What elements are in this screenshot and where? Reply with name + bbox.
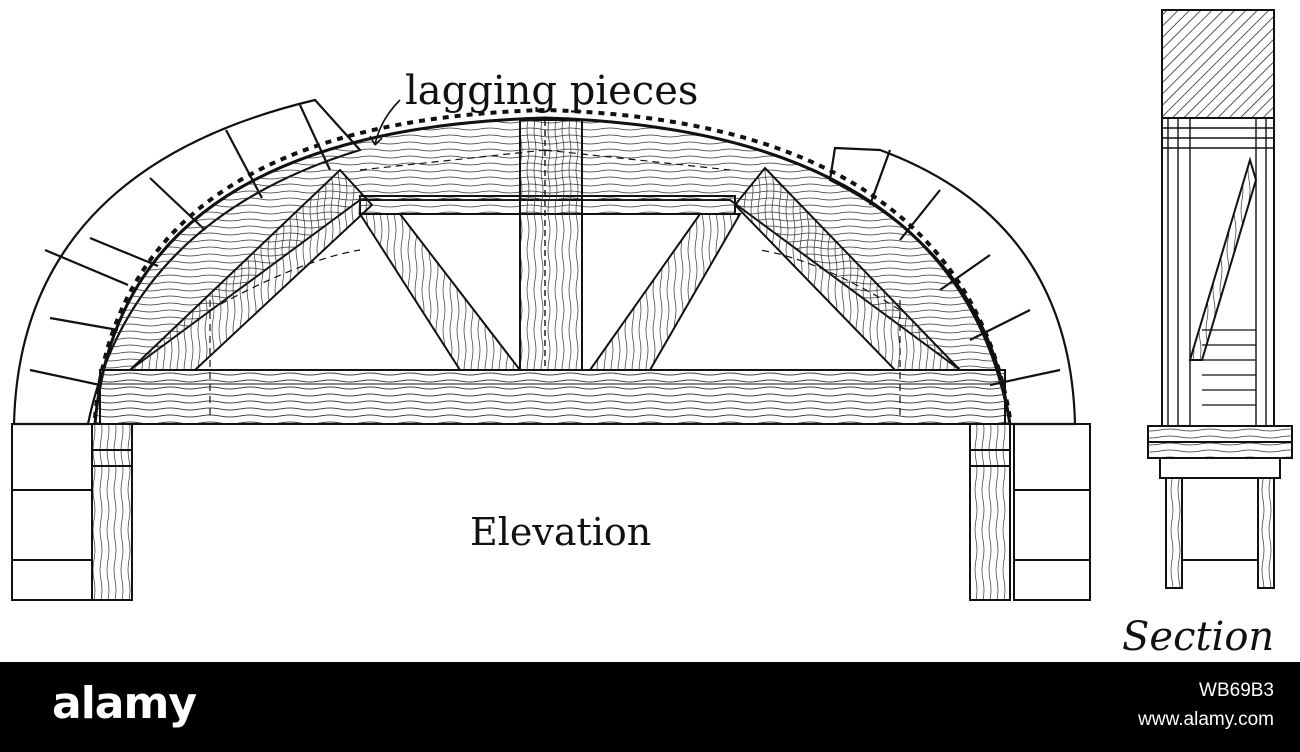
section-label: Section — [1122, 614, 1274, 660]
right-brace — [588, 213, 742, 371]
site-url: www.alamy.com — [1138, 709, 1274, 730]
section-masonry — [1161, 9, 1275, 119]
lagging-leader — [374, 99, 401, 146]
left-strut — [127, 168, 374, 371]
king-post — [519, 119, 583, 371]
elevation-view — [11, 98, 1091, 601]
elevation-label: Elevation — [470, 510, 651, 554]
arch-centering-drawing: lagging pieces Elevation Section — [11, 9, 1293, 660]
hidden-lines — [209, 149, 901, 420]
left-brace — [358, 213, 523, 371]
drawing-area: lagging pieces Elevation Section — [11, 9, 1293, 660]
image-id: WB69B3 — [1199, 680, 1274, 701]
alamy-logo: alamy — [52, 678, 197, 729]
tie-beam — [99, 369, 1006, 425]
lagging-pieces-label: lagging pieces — [405, 68, 698, 114]
section-brace — [1188, 156, 1258, 361]
section-post-right — [1257, 477, 1275, 589]
watermark-footer: alamy WB69B3 www.alamy.com — [0, 662, 1300, 752]
section-post-left — [1165, 477, 1183, 589]
lagging-dashes — [93, 107, 1012, 419]
section-view — [1147, 9, 1293, 589]
right-strut — [733, 166, 963, 371]
